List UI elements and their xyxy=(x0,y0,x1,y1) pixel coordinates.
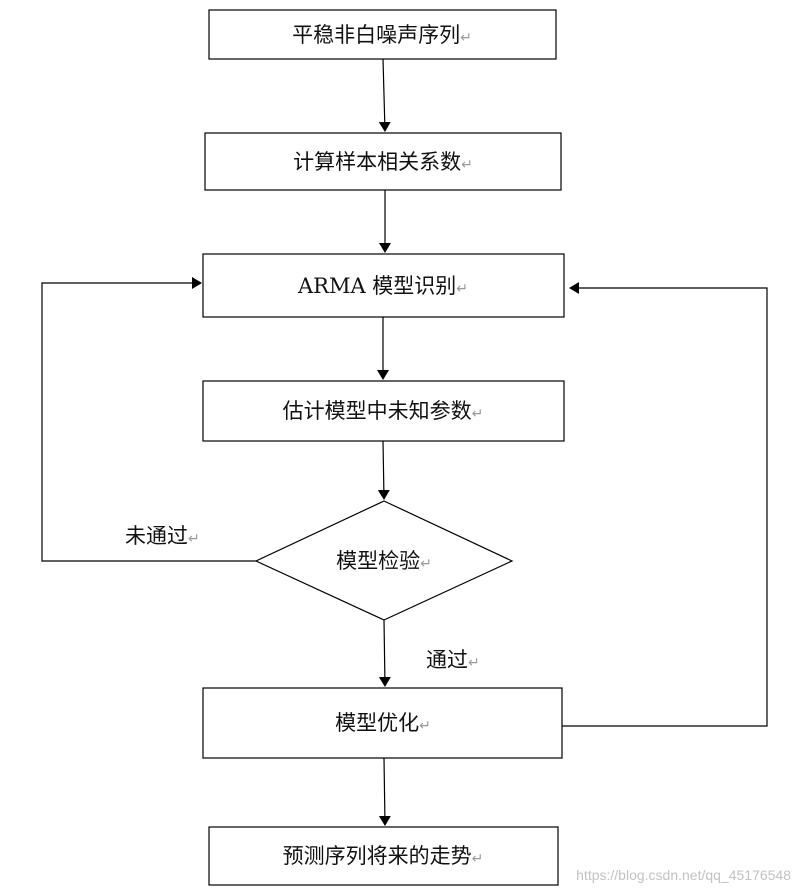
return-mark: ↵ xyxy=(472,851,484,867)
node-start-label: 平稳非白噪声序列 xyxy=(292,23,460,47)
svg-text:计算样本相关系数↵: 计算样本相关系数↵ xyxy=(293,150,473,174)
edge-optimize-to-predict xyxy=(378,757,391,826)
edge-label-fail: 未通过↵ xyxy=(125,524,200,548)
edge-label-pass: 通过↵ xyxy=(426,648,480,672)
return-mark: ↵ xyxy=(468,655,480,671)
node-estimate-label: 估计模型中未知参数 xyxy=(283,399,472,423)
svg-text:模型检验↵: 模型检验↵ xyxy=(336,549,432,573)
svg-text:ARMA 模型识别↵: ARMA 模型识别↵ xyxy=(297,274,468,298)
node-check: 模型检验↵ xyxy=(254,500,514,621)
svg-text:平稳非白噪声序列↵: 平稳非白噪声序列↵ xyxy=(292,23,472,47)
svg-text:预测序列将来的走势↵: 预测序列将来的走势↵ xyxy=(283,844,484,868)
node-identify-label: ARMA 模型识别 xyxy=(297,274,456,298)
node-identify: ARMA 模型识别↵ xyxy=(202,253,565,318)
node-optimize-box xyxy=(202,687,563,759)
edge-optimize-to-identify xyxy=(562,282,768,727)
return-mark: ↵ xyxy=(420,556,432,572)
svg-text:模型优化↵: 模型优化↵ xyxy=(335,711,431,735)
edge-estimate-to-check xyxy=(377,440,390,500)
node-optimize: 模型优化↵ xyxy=(202,687,563,759)
return-mark: ↵ xyxy=(461,157,473,173)
node-compute-label: 计算样本相关系数 xyxy=(293,150,461,174)
edge-check-fail-to-identify xyxy=(41,277,256,562)
node-start: 平稳非白噪声序列↵ xyxy=(208,9,557,60)
node-optimize-label: 模型优化 xyxy=(335,711,419,735)
node-predict: 预测序列将来的走势↵ xyxy=(208,826,559,886)
node-predict-box xyxy=(208,826,559,886)
return-mark: ↵ xyxy=(460,30,472,46)
watermark: https://blog.csdn.net/qq_45176548 xyxy=(576,867,791,883)
return-mark: ↵ xyxy=(188,531,200,547)
svg-text:估计模型中未知参数↵: 估计模型中未知参数↵ xyxy=(283,399,484,423)
node-estimate: 估计模型中未知参数↵ xyxy=(202,380,565,442)
edge-start-to-compute xyxy=(378,58,391,132)
node-predict-label: 预测序列将来的走势 xyxy=(283,844,472,868)
node-identify-box xyxy=(202,253,565,318)
node-compute-box xyxy=(204,132,562,191)
node-estimate-box xyxy=(202,380,565,442)
return-mark: ↵ xyxy=(472,406,484,422)
node-check-label: 模型检验 xyxy=(336,549,420,573)
node-start-box xyxy=(208,9,557,60)
return-mark: ↵ xyxy=(456,281,468,297)
return-mark: ↵ xyxy=(419,718,431,734)
node-compute: 计算样本相关系数↵ xyxy=(204,132,562,191)
edge-check-to-optimize xyxy=(378,619,391,687)
